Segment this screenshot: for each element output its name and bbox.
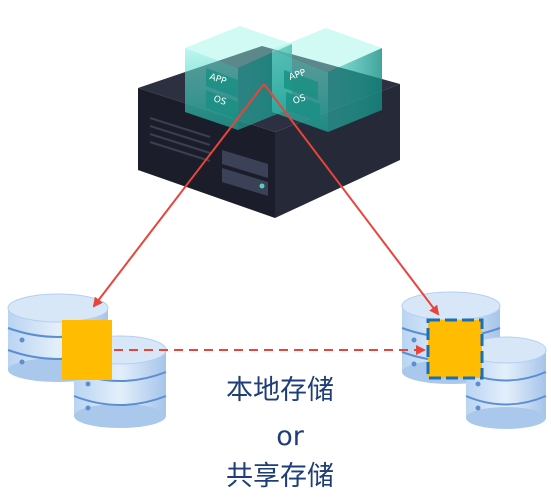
- arrow-server-to-left-storage: [92, 83, 265, 308]
- arrow-server-to-right-storage: [263, 83, 440, 316]
- caption-shared-storage: 共享存储: [226, 461, 334, 492]
- vm-right: APP OS: [272, 28, 382, 132]
- server-led: [259, 183, 265, 189]
- storage-right-icon: [401, 291, 547, 429]
- vm-left-os-label: OS: [212, 94, 228, 108]
- storage-left-icon: [7, 293, 167, 428]
- server-vents: [149, 117, 211, 162]
- vm-file-icon: [62, 320, 112, 380]
- vm-right-os-label: OS: [292, 93, 308, 107]
- database-icon: [73, 335, 167, 428]
- caption-local-storage: 本地存储: [226, 375, 334, 406]
- caption-or: or: [276, 421, 304, 452]
- server-drive-bays: [222, 150, 268, 196]
- vm-file-migrated-icon: [426, 318, 484, 380]
